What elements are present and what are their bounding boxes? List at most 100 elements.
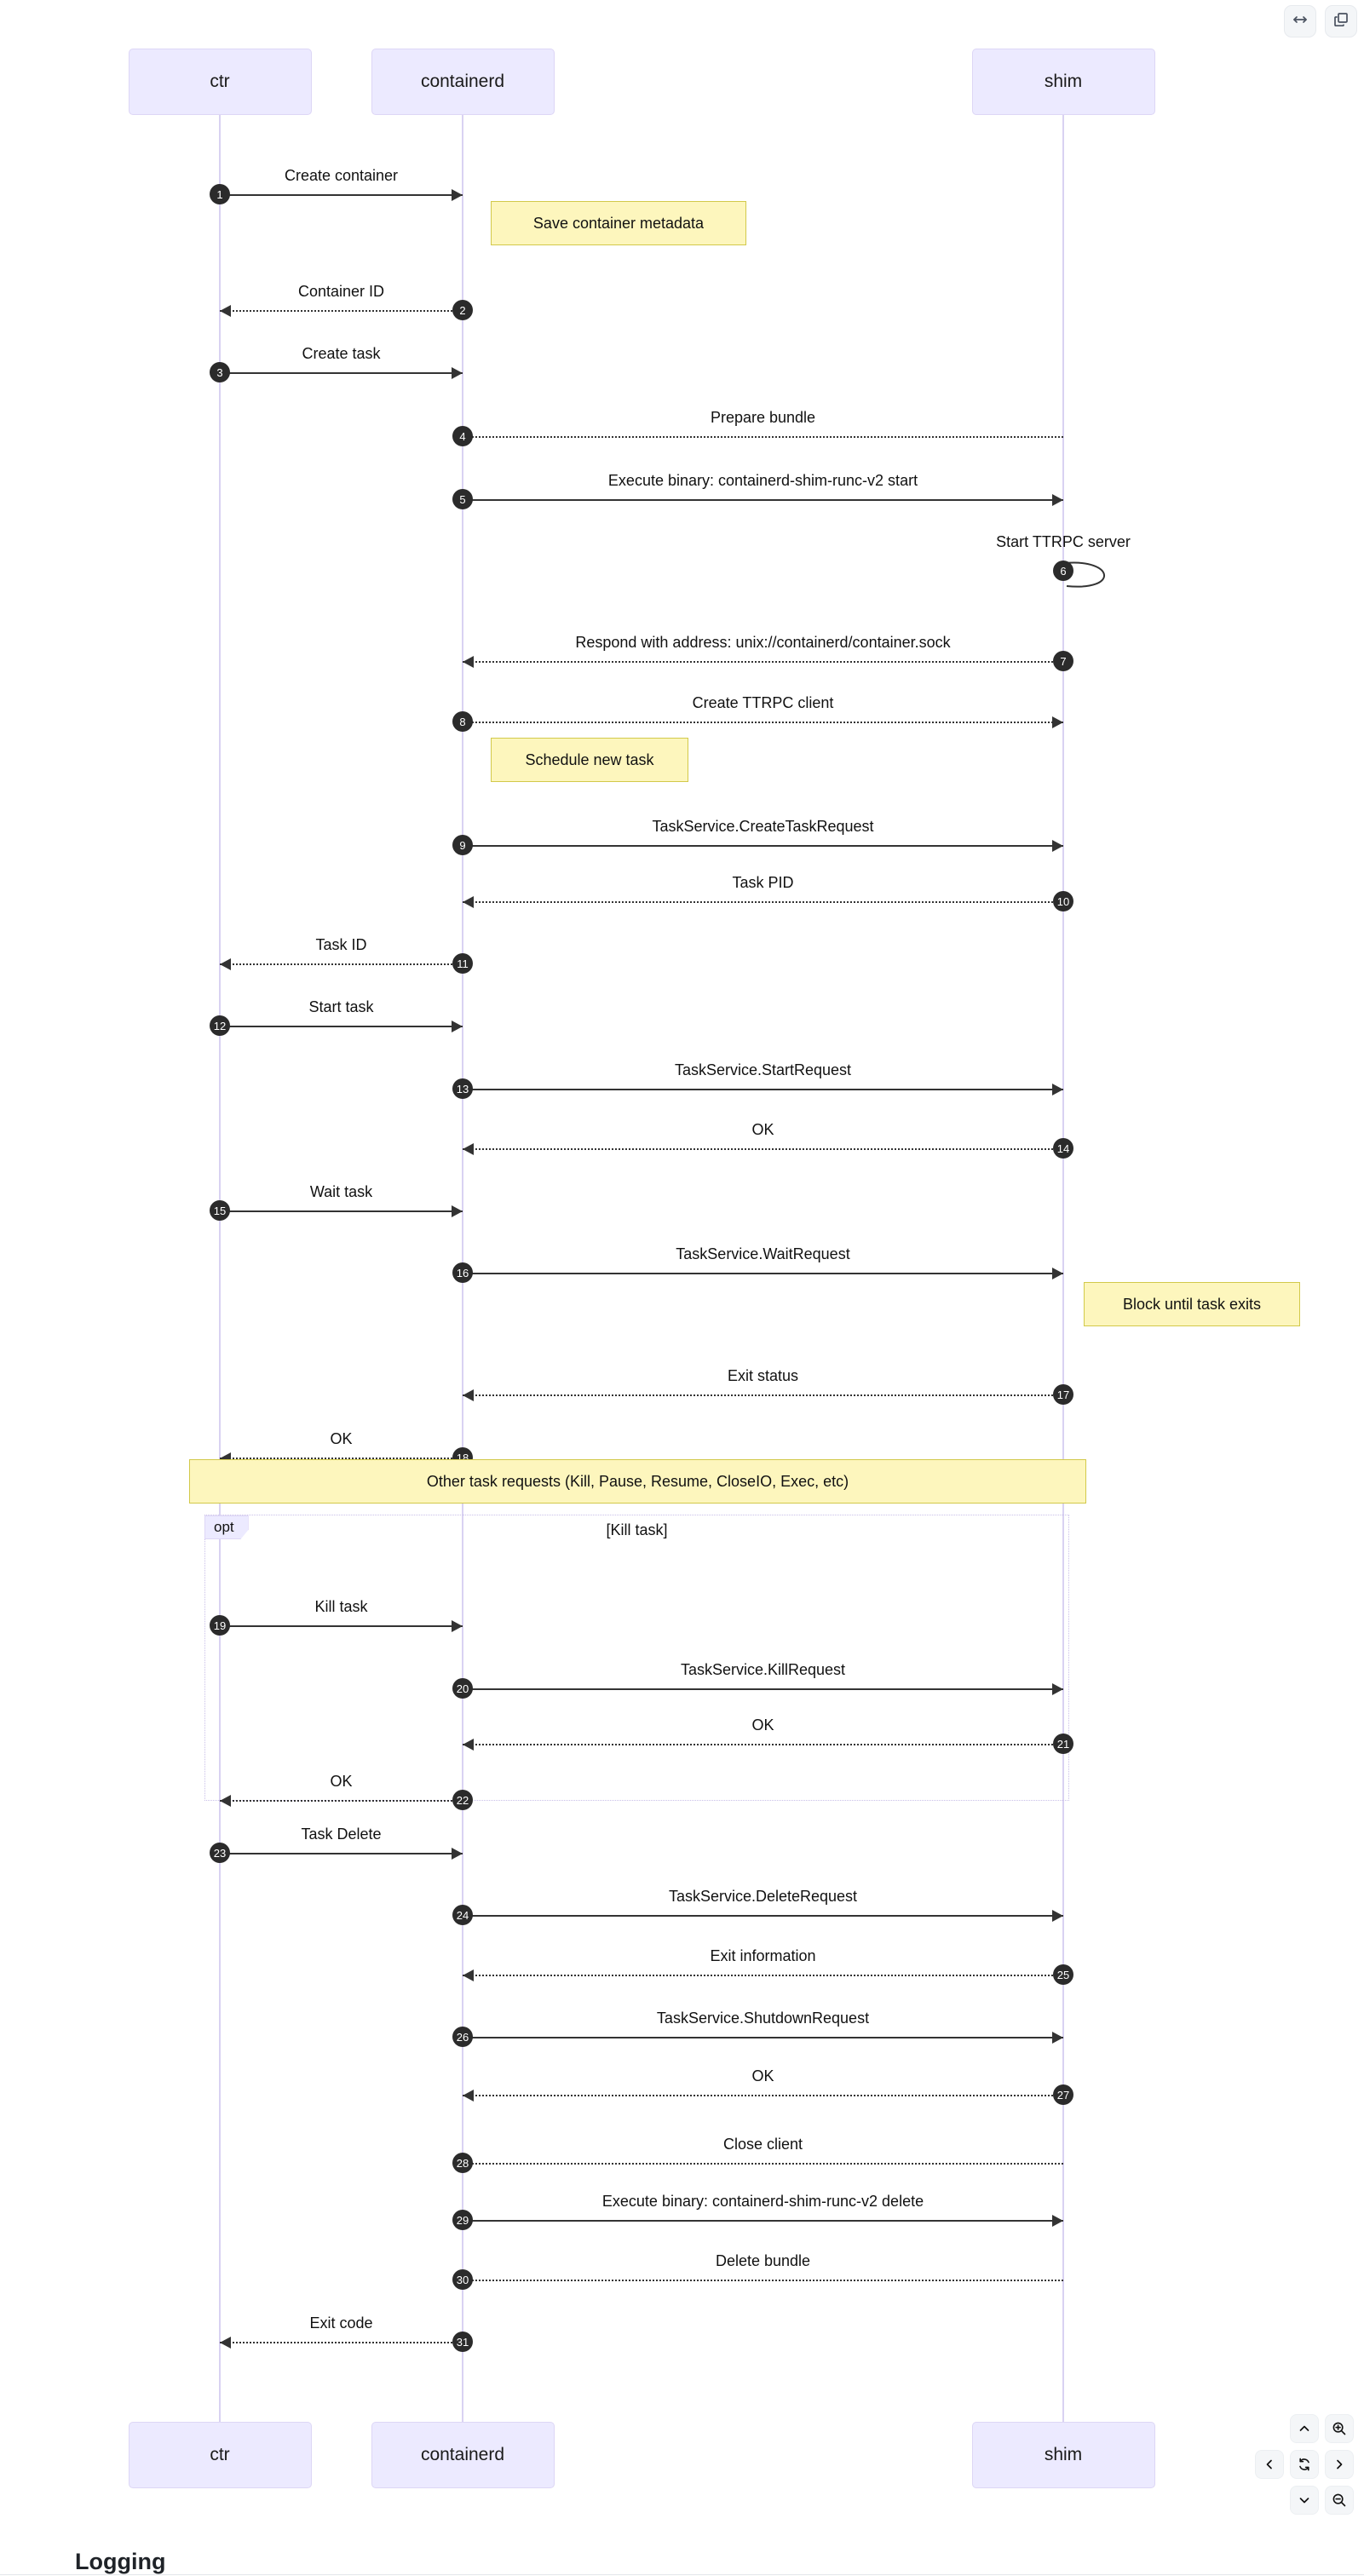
- note: Other task requests (Kill, Pause, Resume…: [189, 1459, 1086, 1504]
- note-text: Schedule new task: [525, 750, 654, 768]
- participant-containerd-top[interactable]: containerd: [371, 49, 555, 115]
- participant-label: shim: [1044, 72, 1083, 91]
- note: Schedule new task: [491, 738, 688, 782]
- message-arrowhead: [452, 189, 463, 201]
- message-label: TaskService.WaitRequest: [676, 1245, 850, 1262]
- message-label: OK: [330, 1430, 353, 1447]
- message-sequence-number: 24: [452, 1905, 473, 1925]
- zoom-out-button[interactable]: [1325, 2486, 1354, 2515]
- message-line: [463, 1688, 1063, 1690]
- message-label: Close client: [722, 2136, 803, 2153]
- message-sequence-number: 3: [210, 362, 230, 382]
- message-sequence-number: 4: [452, 426, 473, 446]
- message-label: OK: [330, 1773, 353, 1790]
- message-line: [463, 1394, 1063, 1396]
- participant-shim-bottom[interactable]: shim: [971, 2422, 1155, 2488]
- note-text: Block until task exits: [1122, 1295, 1262, 1313]
- participant-ctr-bottom[interactable]: ctr: [128, 2422, 312, 2488]
- section-heading: Logging: [75, 2549, 166, 2574]
- participant-shim-top[interactable]: shim: [971, 49, 1155, 115]
- message-arrowhead: [1052, 1268, 1063, 1279]
- message-line: [463, 1975, 1063, 1976]
- message-label: Execute binary: containerd-shim-runc-v2 …: [607, 472, 918, 489]
- message-label: TaskService.DeleteRequest: [668, 1888, 858, 1905]
- message-arrowhead: [1052, 1084, 1063, 1095]
- note: Save container metadata: [491, 201, 746, 245]
- message-label: OK: [751, 1716, 774, 1734]
- message-sequence-number: 10: [1053, 891, 1073, 911]
- message-arrowhead: [463, 656, 474, 668]
- message-arrowhead: [1052, 716, 1063, 728]
- message-arrowhead: [452, 1848, 463, 1860]
- message-sequence-number: 27: [1053, 2084, 1073, 2105]
- message-label: Prepare bundle: [710, 409, 816, 426]
- reset-view-button[interactable]: [1290, 2450, 1319, 2479]
- message-sequence-number: 9: [452, 835, 473, 855]
- lifeline-shim: [1062, 115, 1064, 2422]
- message-line: [463, 2163, 1063, 2165]
- horizontal-rule: [0, 2574, 1364, 2575]
- participant-label: ctr: [210, 2445, 230, 2464]
- message-line: [463, 2095, 1063, 2096]
- message-sequence-number: 11: [452, 953, 473, 974]
- message-arrowhead: [463, 896, 474, 908]
- message-label: Create TTRPC client: [692, 694, 834, 711]
- pan-left-button[interactable]: [1255, 2450, 1284, 2479]
- message-label: TaskService.ShutdownRequest: [656, 2010, 870, 2027]
- message-sequence-number: 6: [1053, 561, 1073, 581]
- message-line: [463, 1744, 1063, 1745]
- fragment-kind-label: opt: [204, 1515, 249, 1539]
- pan-down-button[interactable]: [1290, 2486, 1319, 2515]
- copy-icon: [1332, 11, 1350, 32]
- message-arrowhead: [220, 305, 231, 317]
- message-line: [463, 1089, 1063, 1090]
- message-arrowhead: [220, 958, 231, 970]
- message-line: [463, 2280, 1063, 2281]
- participant-ctr-top[interactable]: ctr: [128, 49, 312, 115]
- pan-up-button[interactable]: [1290, 2414, 1319, 2443]
- message-arrowhead: [1052, 1683, 1063, 1695]
- message-label: Create task: [302, 345, 381, 362]
- message-label: Container ID: [297, 283, 385, 300]
- resize-horizontal-button[interactable]: [1284, 5, 1316, 37]
- copy-button[interactable]: [1325, 5, 1357, 37]
- message-sequence-number: 19: [210, 1615, 230, 1636]
- message-arrowhead: [452, 1205, 463, 1217]
- message-sequence-number: 15: [210, 1200, 230, 1221]
- message-line: [463, 2037, 1063, 2038]
- resize-horizontal-icon: [1292, 11, 1309, 32]
- message-sequence-number: 20: [452, 1678, 473, 1699]
- message-line: [220, 1853, 463, 1854]
- message-arrowhead: [1052, 2032, 1063, 2044]
- message-label: Task Delete: [301, 1826, 382, 1843]
- message-line: [463, 499, 1063, 501]
- participant-containerd-bottom[interactable]: containerd: [371, 2422, 555, 2488]
- message-arrowhead: [452, 1620, 463, 1632]
- message-sequence-number: 13: [452, 1078, 473, 1099]
- zoom-in-button[interactable]: [1325, 2414, 1354, 2443]
- message-label: OK: [751, 1121, 774, 1138]
- message-arrowhead: [463, 2090, 474, 2102]
- message-arrowhead: [463, 1739, 474, 1751]
- message-arrowhead: [463, 1969, 474, 1981]
- message-sequence-number: 17: [1053, 1384, 1073, 1405]
- message-line: [220, 310, 463, 312]
- message-arrowhead: [1052, 1910, 1063, 1922]
- message-label: Exit code: [309, 2314, 373, 2332]
- pan-right-button[interactable]: [1325, 2450, 1354, 2479]
- message-arrowhead: [452, 1021, 463, 1032]
- message-line: [463, 661, 1063, 663]
- message-arrowhead: [1052, 840, 1063, 852]
- message-label: OK: [751, 2067, 774, 2084]
- message-sequence-number: 8: [452, 711, 473, 732]
- note: Block until task exits: [1084, 1282, 1300, 1326]
- message-label: TaskService.CreateTaskRequest: [652, 818, 874, 835]
- fragment-condition: [Kill task]: [606, 1521, 668, 1538]
- message-sequence-number: 14: [1053, 1138, 1073, 1159]
- message-label: Create container: [284, 167, 399, 184]
- message-label: Start task: [308, 998, 374, 1015]
- participant-label: containerd: [420, 2445, 505, 2464]
- message-label: Task ID: [315, 936, 367, 953]
- message-sequence-number: 12: [210, 1015, 230, 1036]
- message-label: Respond with address: unix://containerd/…: [575, 634, 951, 651]
